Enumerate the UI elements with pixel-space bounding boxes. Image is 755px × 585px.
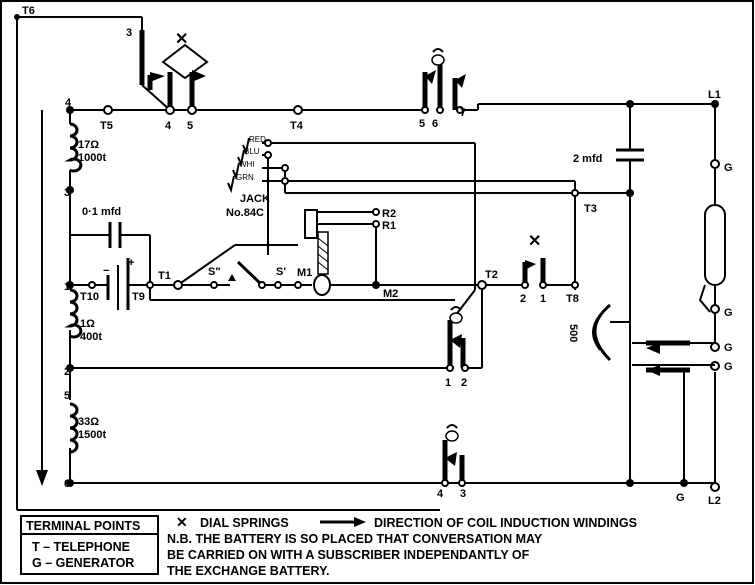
terminal-m1-label: M1 <box>297 267 312 279</box>
dial-spring-icon: ✕ <box>176 514 188 530</box>
capacitor-0-1mfd <box>69 190 151 300</box>
hook-node-7: 7 <box>460 107 466 119</box>
hook-switch-mid <box>70 289 483 372</box>
jack-whi: WHI <box>239 160 255 169</box>
terminal-l1-label: L1 <box>708 89 721 101</box>
dial-node-3: 3 <box>126 27 132 39</box>
capacitor-2mfd <box>616 148 644 162</box>
note-line-3: THE EXCHANGE BATTERY. <box>167 564 330 578</box>
terminal-t6-label: T6 <box>22 5 35 17</box>
hook-switch-bottom <box>70 424 466 487</box>
generator-switch <box>632 340 715 484</box>
legend-direction: DIRECTION OF COIL INDUCTION WINDINGS <box>374 516 637 530</box>
legend: TERMINAL POINTS T – TELEPHONE G – GENERA… <box>20 514 637 578</box>
hook-node-5: 5 <box>419 118 425 130</box>
coil-17-ohm <box>64 122 83 173</box>
jack-grn: GRN <box>236 173 254 182</box>
legend-dial-springs: DIAL SPRINGS <box>200 516 289 530</box>
terminal-s1-label: S' <box>276 266 286 278</box>
coil2-turns-label: 400t <box>80 331 102 343</box>
dial-spring-mark: ✕ <box>528 233 541 250</box>
terminal-s2-label: S" <box>208 266 221 278</box>
terminal-t1-label: T1 <box>158 270 171 282</box>
legend-g-line: G – GENERATOR <box>32 556 134 570</box>
hook-mid-node-1: 1 <box>445 377 451 389</box>
cap-0-1mfd-label: 0·1 mfd <box>82 206 121 218</box>
jack-red: RED <box>249 135 266 144</box>
line-right <box>698 100 726 492</box>
hook-bottom-node-4: 4 <box>437 488 444 500</box>
legend-t-line: T – TELEPHONE <box>32 540 130 554</box>
coil3-turns-label: 1500t <box>78 429 106 441</box>
coil-1-ohm <box>64 288 83 339</box>
terminal-t2-label: T2 <box>485 269 498 281</box>
terminal-t5-label: T5 <box>100 120 113 132</box>
jack-wiring <box>227 137 630 290</box>
battery-minus: − <box>103 265 109 277</box>
bell-500 <box>592 303 630 362</box>
terminal-r2-label: R2 <box>382 208 396 220</box>
terminal-t1 <box>173 280 183 290</box>
transmitter-circuit <box>177 209 525 296</box>
gen-g-4: G <box>724 361 733 373</box>
battery-plus: + <box>128 257 134 269</box>
terminal-t4 <box>293 105 303 115</box>
terminal-t5 <box>103 105 113 115</box>
coil-33-ohm <box>69 402 79 454</box>
terminal-t9-label: T9 <box>132 291 145 303</box>
dial-node-5: 5 <box>187 120 193 132</box>
terminal-t8-label: T8 <box>566 293 579 305</box>
terminal-t8 <box>571 281 579 289</box>
terminal-m2-label: M2 <box>383 288 398 300</box>
terminal-t2 <box>477 280 487 290</box>
dial-switch-t8: ✕ <box>521 233 579 289</box>
hook-mid-node-2: 2 <box>461 377 467 389</box>
arrow-icon <box>354 517 366 527</box>
coil2-ohm-label: 1Ω <box>80 318 95 330</box>
legend-title: TERMINAL POINTS <box>26 519 140 533</box>
jack-blu: BLU <box>244 147 260 156</box>
coil3-ohm-label: 33Ω <box>78 416 99 428</box>
note-line-1: N.B. THE BATTERY IS SO PLACED THAT CONVE… <box>167 532 543 546</box>
gen-g-1: G <box>724 162 733 174</box>
gen-g-2: G <box>724 307 733 319</box>
jack-model: No.84C <box>226 207 264 219</box>
t8-node-2: 2 <box>520 293 526 305</box>
note-line-2: BE CARRIED ON WITH A SUBSCRIBER INDEPEND… <box>167 548 530 562</box>
coil1-turns-label: 1000t <box>78 152 106 164</box>
gen-g-3: G <box>724 342 733 354</box>
terminal-t3 <box>571 189 579 197</box>
dial-spring-mark: ✕ <box>175 31 188 48</box>
hook-switch-top <box>421 48 466 114</box>
t8-node-1: 1 <box>540 293 546 305</box>
node-4-label: 4 <box>65 97 72 109</box>
node-3-label: 3 <box>64 187 70 199</box>
cap-2mfd-label: 2 mfd <box>573 153 602 165</box>
left-wiring <box>16 16 440 511</box>
terminal-r1-label: R1 <box>382 220 396 232</box>
dial-node-4: 4 <box>165 120 172 132</box>
hook-node-6: 6 <box>432 118 438 130</box>
node-2-label: 2 <box>64 366 70 378</box>
hook-bottom-node-3: 3 <box>460 488 466 500</box>
terminal-t4-label: T4 <box>290 120 304 132</box>
terminal-t3-label: T3 <box>584 203 597 215</box>
dial-switch-top: ✕ <box>139 30 209 115</box>
terminal-l2-label: L2 <box>708 495 721 507</box>
junction-dot <box>14 14 20 20</box>
jack-title: JACK <box>240 193 270 205</box>
bell-label: 500 <box>567 324 579 342</box>
node-5-label: 5 <box>64 390 70 402</box>
terminal-t10-label: T10 <box>80 291 99 303</box>
coil1-ohm-label: 17Ω <box>78 139 99 151</box>
gen-g-bottom: G <box>676 492 685 504</box>
terminal-t9 <box>146 281 154 289</box>
terminal-t10 <box>88 281 96 289</box>
